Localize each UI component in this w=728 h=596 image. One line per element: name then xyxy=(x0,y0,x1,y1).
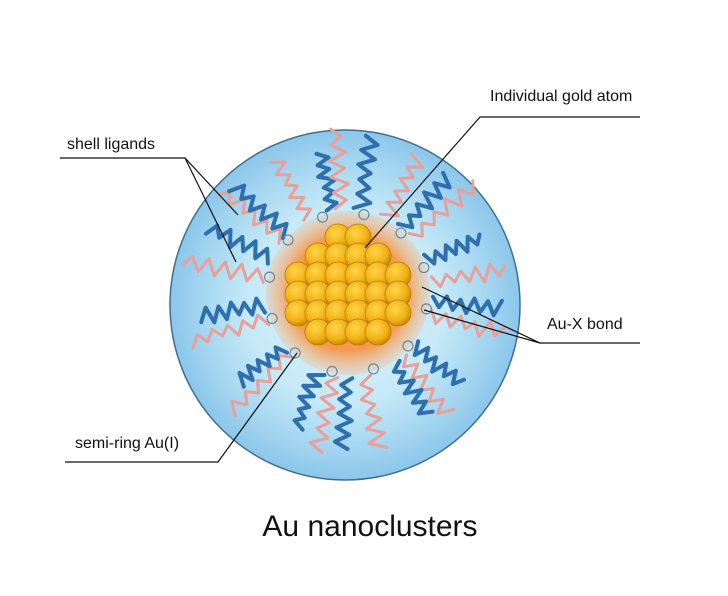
pink-ligand xyxy=(379,152,424,218)
pink-ligand xyxy=(181,254,265,285)
au-x-bond-marker xyxy=(266,312,278,325)
gold-atom xyxy=(384,299,412,327)
au-x-bonds xyxy=(263,208,433,378)
blue-ligand xyxy=(237,345,290,389)
pink-ligand xyxy=(430,308,506,338)
blue-ligand xyxy=(199,296,267,325)
au-x-bond-marker xyxy=(282,234,294,246)
pink-ligand xyxy=(191,313,271,350)
shell-ligands-pointer-2 xyxy=(184,157,237,263)
au-x-bond-marker xyxy=(402,340,414,352)
au-x-bond-marker xyxy=(263,271,276,283)
label-shell-ligands: shell ligands xyxy=(67,136,156,153)
pink-ligand xyxy=(430,262,507,289)
label-au-x-bond: Au-X bond xyxy=(547,316,623,333)
label-gold-atom: Individual gold atom xyxy=(490,88,633,105)
pink-ligand xyxy=(230,353,294,418)
label-semi-ring: semi-ring Au(I) xyxy=(75,435,180,452)
au-x-bond-marker xyxy=(420,303,433,315)
blue-ligand xyxy=(431,294,504,318)
blue-ligand xyxy=(396,170,452,230)
blue-ligand xyxy=(333,376,355,452)
blue-ligand xyxy=(292,373,327,432)
blue-ligand xyxy=(227,183,289,241)
au-x-bond-marker xyxy=(289,347,301,359)
pink-ligand xyxy=(407,179,475,238)
blue-ligand xyxy=(412,339,466,387)
semi-ring-pointer xyxy=(65,352,298,463)
gold-core xyxy=(284,223,412,346)
leader-lines xyxy=(60,116,640,463)
au-x-bond-pointer-2 xyxy=(423,309,541,344)
ligands xyxy=(181,127,507,455)
gold-atom xyxy=(364,318,392,346)
au-x-bond-marker xyxy=(316,211,329,223)
blue-ligand xyxy=(422,232,482,266)
pink-ligand xyxy=(327,127,350,211)
gold-atom-pointer xyxy=(364,116,640,249)
au-x-bond-marker xyxy=(395,227,407,239)
au-x-bond-marker xyxy=(418,261,430,274)
au-x-bond-marker xyxy=(326,365,338,378)
blue-ligand xyxy=(203,223,270,266)
pink-ligand xyxy=(308,376,340,455)
au-x-bond-marker xyxy=(358,208,370,221)
diagram-title: Au nanoclusters xyxy=(262,510,478,543)
blue-ligand xyxy=(351,133,380,210)
au-x-bond-marker xyxy=(367,363,380,375)
blue-ligand xyxy=(391,358,435,416)
pink-ligand xyxy=(359,373,389,449)
pink-ligand xyxy=(269,160,312,222)
